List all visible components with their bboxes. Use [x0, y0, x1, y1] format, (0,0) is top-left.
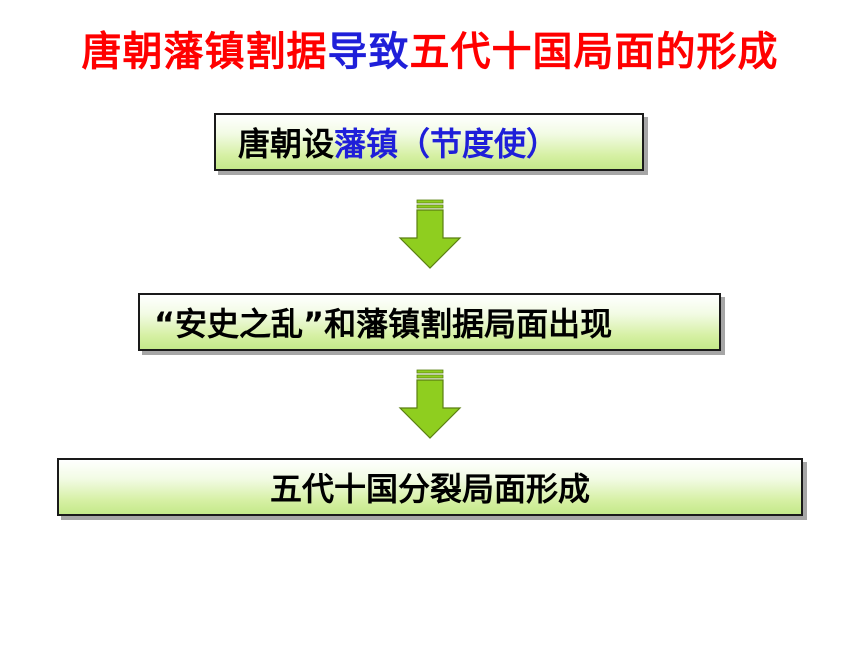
title-part-3: 五代十国局面的形成: [409, 29, 779, 75]
step-1-suffix: （节度使）: [398, 125, 559, 163]
flow-step-2: “安史之乱”和藩镇割据局面出现: [138, 293, 721, 351]
flow-step-1: 唐朝设藩镇（节度使）: [214, 113, 644, 171]
step-1-prefix: 唐朝设: [238, 125, 335, 163]
step-2-text: “安史之乱”和藩镇割据局面出现: [154, 305, 613, 343]
page-title: 唐朝藩镇割据导致五代十国局面的形成: [0, 24, 860, 80]
step-3-text: 五代十国分裂局面形成: [269, 470, 590, 508]
down-arrow-icon: [398, 369, 462, 439]
title-part-1: 唐朝藩镇割据: [81, 29, 328, 75]
step-1-highlight: 藩镇: [334, 125, 399, 163]
down-arrow-icon: [398, 199, 462, 269]
title-part-2: 导致: [327, 29, 410, 75]
flow-step-3: 五代十国分裂局面形成: [57, 458, 803, 516]
